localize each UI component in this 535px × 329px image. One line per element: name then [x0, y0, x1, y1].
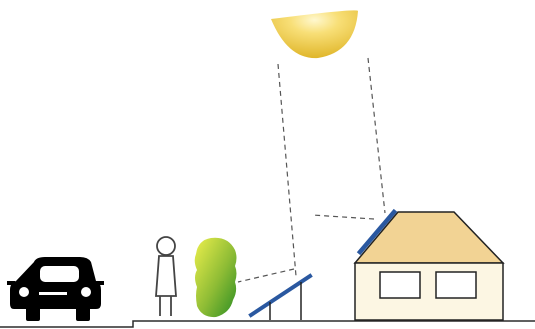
- left-mirror: [7, 281, 15, 285]
- person: [156, 237, 176, 316]
- car-window: [40, 266, 79, 282]
- ground-solar-panel: [251, 276, 310, 320]
- rear-wheel: [76, 301, 90, 321]
- ground-line: [0, 321, 535, 327]
- house: [355, 212, 503, 320]
- reflection-ray-from-roof-panel: [312, 215, 374, 219]
- reflection-ray-from-ground-panel: [238, 269, 294, 282]
- front-wheel: [26, 301, 40, 321]
- bush: [195, 238, 237, 317]
- car: [7, 257, 104, 321]
- person-body: [156, 256, 176, 296]
- car-grille: [39, 292, 67, 295]
- right-mirror: [96, 281, 104, 285]
- person-head: [157, 237, 175, 255]
- ray-to-ground-panel: [278, 64, 296, 276]
- roof: [355, 212, 503, 263]
- right-window: [436, 272, 476, 298]
- right-headlight: [81, 287, 91, 297]
- left-headlight: [19, 287, 29, 297]
- sun: [271, 10, 358, 58]
- house-wall: [355, 263, 503, 320]
- ray-to-roof-panel: [368, 58, 385, 213]
- left-window: [380, 272, 420, 298]
